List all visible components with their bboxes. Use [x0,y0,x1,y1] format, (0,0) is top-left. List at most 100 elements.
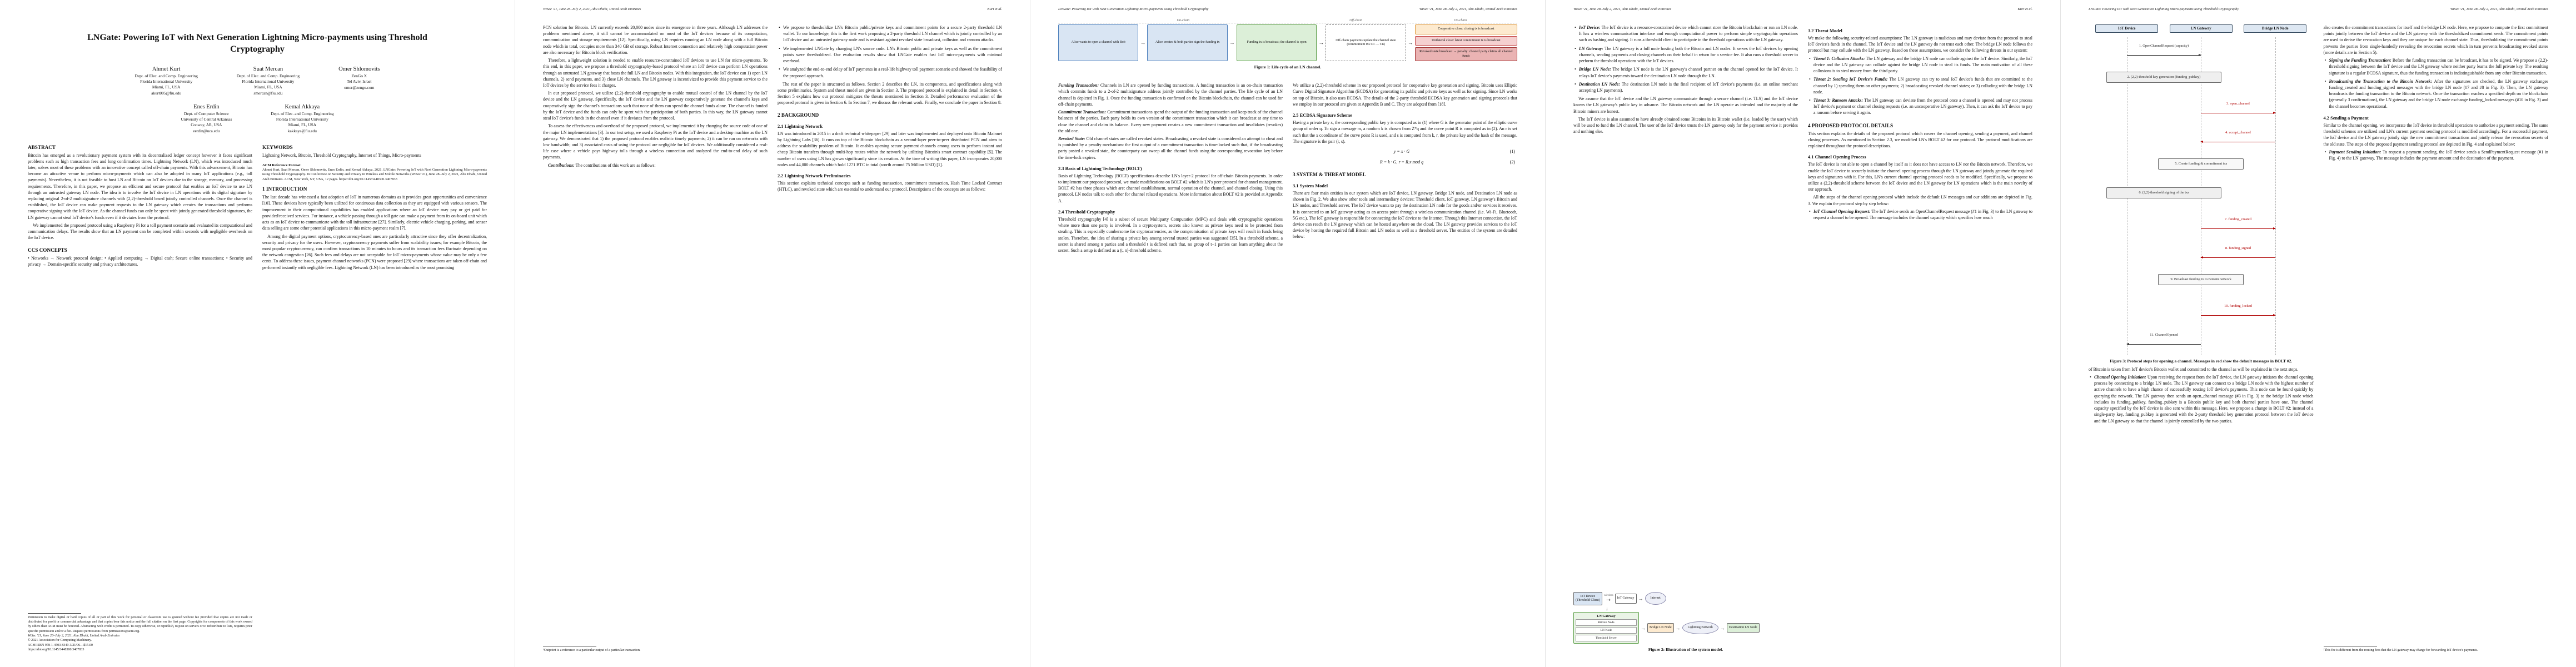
ln-gateway-box: LN Gateway Bitcoin Node LN Node Threshol… [1573,612,1639,644]
contributions-paragraph: Contributions: The contributions of this… [548,162,656,168]
lifecycle-box-revoked-penalty: Revoked state broadcast → penalty: cheat… [1414,47,1518,62]
author-affiliation: University of Central Arkansas [181,116,232,122]
body-paragraph: Basis of Lightning Technology (BOLT) spe… [1058,173,1283,203]
message-arrow [2126,343,2201,345]
message-open-channel-request: 1. OpenChannelRequest (capacity) [2089,37,2314,66]
figure-1-caption: Figure 1: Life cycle of an LN channel. [1254,64,1322,70]
message-accept-channel: 4. accept_channel [2089,124,2314,153]
footnote-block: ¹Outpoint is a reference to a particular… [543,643,768,653]
body-paragraph: Among the digital payment options, crypt… [262,233,487,270]
running-header-right: Kurt et al. [987,7,1002,11]
arrow-right-icon [1228,24,1237,61]
arrow-right-icon [1317,24,1326,61]
running-header-right: WiSec '21, June 28–July 2, 2021, Abu Dha… [2450,7,2548,11]
footnote-text: ²This fee is different from the routing … [2323,648,2478,652]
threat-bullet: Threat 2: Stealing IoT Device's Funds: T… [1808,76,2032,95]
page-4: WiSec '21, June 28–July 2, 2021, Abu Dha… [1546,0,2061,667]
zone-label-onchain: On-chain [1403,19,1517,23]
contribution-bullet: We propose to thresholdize LN's Bitcoin … [778,24,1002,43]
system-model-row-2: LN Gateway Bitcoin Node LN Node Threshol… [1573,612,1798,644]
subsection-heading-sending-payment: 4.2 Sending a Payment [2323,115,2369,121]
author-email: eerdin@uca.edu [193,128,220,133]
system-model-row-1: IoT Device (Threshold Client) wireless I… [1573,591,1798,606]
entity-lead: Bridge LN Node: [1579,67,1611,72]
arrow-down-icon [1573,606,1798,611]
message-threshold-signing: 6. (2,2)-threshold signing of the txs [2089,182,2314,211]
first-page-footer: Permission to make digital or hard copie… [28,610,252,653]
body-paragraph: The IoT device is also assumed to have a… [1573,116,1798,135]
lifecycle-box-unilateral-close: Unilateral close: latest commitment tx i… [1414,36,1518,46]
zone-label-onchain: On-chain [1058,19,1308,23]
page3-left-column: Funding Transaction: Channels in LN are … [1058,82,1283,653]
arrow-right-icon [1720,625,1725,631]
author-block: Enes Erdin Dept. of Computer Science Uni… [181,104,232,133]
running-header-left: LNGate: Powering IoT with Next Generatio… [2089,7,2239,11]
zone-label-offchain: Off-chain [1310,19,1402,23]
definition-lead: Funding Transaction: [1058,83,1099,88]
author-affiliation: Florida International University [242,78,295,84]
lifecycle-box-cooperative-close: Cooperative close: closing tx is broadca… [1414,24,1518,34]
acm-ref-heading: ACM Reference Format: [262,163,302,167]
protocol-step-bullet: IoT Channel Opening Request: The IoT dev… [1808,208,2032,221]
threat-bullet: Threat 3: Ransom Attacks: The LN gateway… [1808,97,2032,116]
message-funding-signed: 8. funding_signed [2089,240,2314,268]
message-arrow [2201,227,2276,230]
acm-ref-text: Ahmet Kurt, Suat Mercan, Omer Shlomovits… [262,167,487,181]
protocol-step-bullet: Signing the Funding Transaction: Before … [2324,57,2548,76]
copyright-line: © 2021 Association for Computing Machine… [28,639,92,643]
internet-cloud: Internet [1645,592,1666,605]
running-header-right: WiSec '21, June 28–July 2, 2021, Abu Dha… [1419,7,1517,11]
author-name: Kemal Akkaya [285,103,320,110]
doi-line: https://doi.org/10.1145/3448300.3467833 [28,648,84,652]
subsection-heading-system-model: 3.1 System Model [1293,183,1328,188]
wireless-label: wireless [1603,594,1613,598]
figure-2-caption: Figure 2: Illustration of the system mod… [1648,647,1723,653]
section-heading-system-threat-model: 3 SYSTEM & THREAT MODEL [1293,171,1366,177]
page1-right-column: KEYWORDS Lightning Network, Bitcoin, Thr… [262,140,487,653]
page2-right-column: We propose to thresholdize LN's Bitcoin … [778,24,1002,653]
author-affiliation: Florida International University [276,116,328,122]
author-email: akurt005@fiu.edu [151,90,182,96]
body-paragraph: This section explains technical concepts… [778,180,1002,192]
ln-gateway-label: LN Gateway [1597,614,1616,619]
definition-paragraph: Commitment Transaction: Commitment trans… [1058,109,1283,133]
subsection-heading-threshold-crypto: 2.4 Threshold Cryptography [1058,209,1115,215]
equation-1: y = x · G (1) [1393,148,1515,154]
body-paragraph: In our proposed protocol, we utilize (2,… [543,91,768,121]
abstract-paragraph: Bitcoin has emerged as a revolutionary p… [28,152,252,220]
body-paragraph: We assume that the IoT device and the LN… [1573,96,1798,114]
message-create-txs: 5. Create funding & commitment txs [2089,153,2314,182]
lifecycle-box-offchain-payments: Off-chain payments update the channel st… [1326,24,1406,62]
page5-left-column: IoT Device LN Gateway Bridge LN Node 1. … [2089,24,2314,653]
contribution-bullet: We analyzed the end-to-end delay of IoT … [778,66,1002,78]
system-entity-bullet: IoT Device: The IoT device is a resource… [1573,24,1798,43]
running-header-left: WiSec '21, June 28–July 2, 2021, Abu Dha… [543,7,641,11]
body-paragraph: All the steps of the channel opening pro… [1808,195,2032,206]
entity-lead: IoT Device: [1579,25,1601,30]
message-arrow [2201,314,2276,316]
arrow-right-icon [1406,24,1415,61]
lifecycle-box-open-request: Alice wants to open a channel with Bob [1058,24,1139,62]
message-channel-opened: 11. ChannelOpened [2089,326,2314,355]
running-header: LNGate: Powering IoT with Next Generatio… [2089,7,2548,11]
protocol-step-bullet: Channel Opening Initiation: Upon receivi… [2089,374,2314,424]
author-name: Enes Erdin [193,103,220,110]
author-affiliation: Conway, AR, USA [191,122,222,127]
threshold-server-chip: Threshold Server [1576,635,1637,642]
author-row-2: Enes Erdin Dept. of Computer Science Uni… [28,104,487,133]
entity-lead: LN Gateway: [1579,46,1603,51]
author-affiliation: Dept. of Elec. and Comp. Engineering [134,73,198,78]
page1-left-column: ABSTRACT Bitcoin has emerged as a revolu… [28,140,252,653]
figure-1-lifecycle: On-chain Off-chain On-chain Alice wants … [1058,19,1518,70]
body-paragraph: Threshold cryptography [4] is a subset o… [1058,216,1283,253]
subsection-heading-threat-model: 3.2 Threat Model [1808,28,1842,33]
figure-3-caption: Figure 3: Protocol steps for opening a c… [2110,359,2293,364]
figure-1-flow: Alice wants to open a channel with Bob A… [1058,24,1518,62]
definition-paragraph: Revoked State: Old channel states are ca… [1058,136,1283,160]
iot-device-box: IoT Device (Threshold Client) [1573,591,1602,606]
permission-statement: Permission to make digital or hard copie… [28,616,252,633]
step-lead: Channel Opening Initiation: [2094,374,2146,380]
running-header: WiSec '21, June 28–July 2, 2021, Abu Dha… [543,7,1002,11]
body-paragraph: To assess the effectiveness and overhead… [543,123,768,160]
